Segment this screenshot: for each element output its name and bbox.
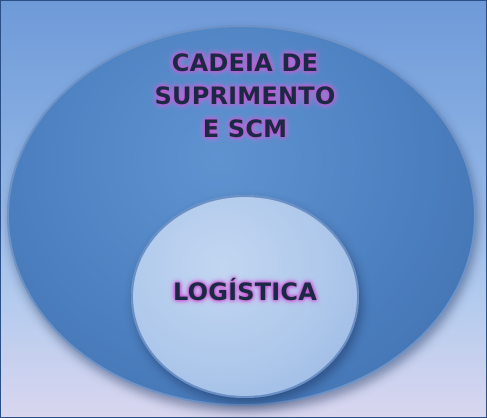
- outer-label-line-3: E SCM: [131, 113, 359, 146]
- outer-label-line-2: SUPRIMENTO: [131, 80, 359, 113]
- outer-label-line-1: CADEIA DE: [131, 47, 359, 80]
- outer-ellipse-label: CADEIA DE SUPRIMENTO E SCM: [131, 47, 359, 146]
- inner-ellipse-label: LOGÍSTICA: [131, 277, 359, 307]
